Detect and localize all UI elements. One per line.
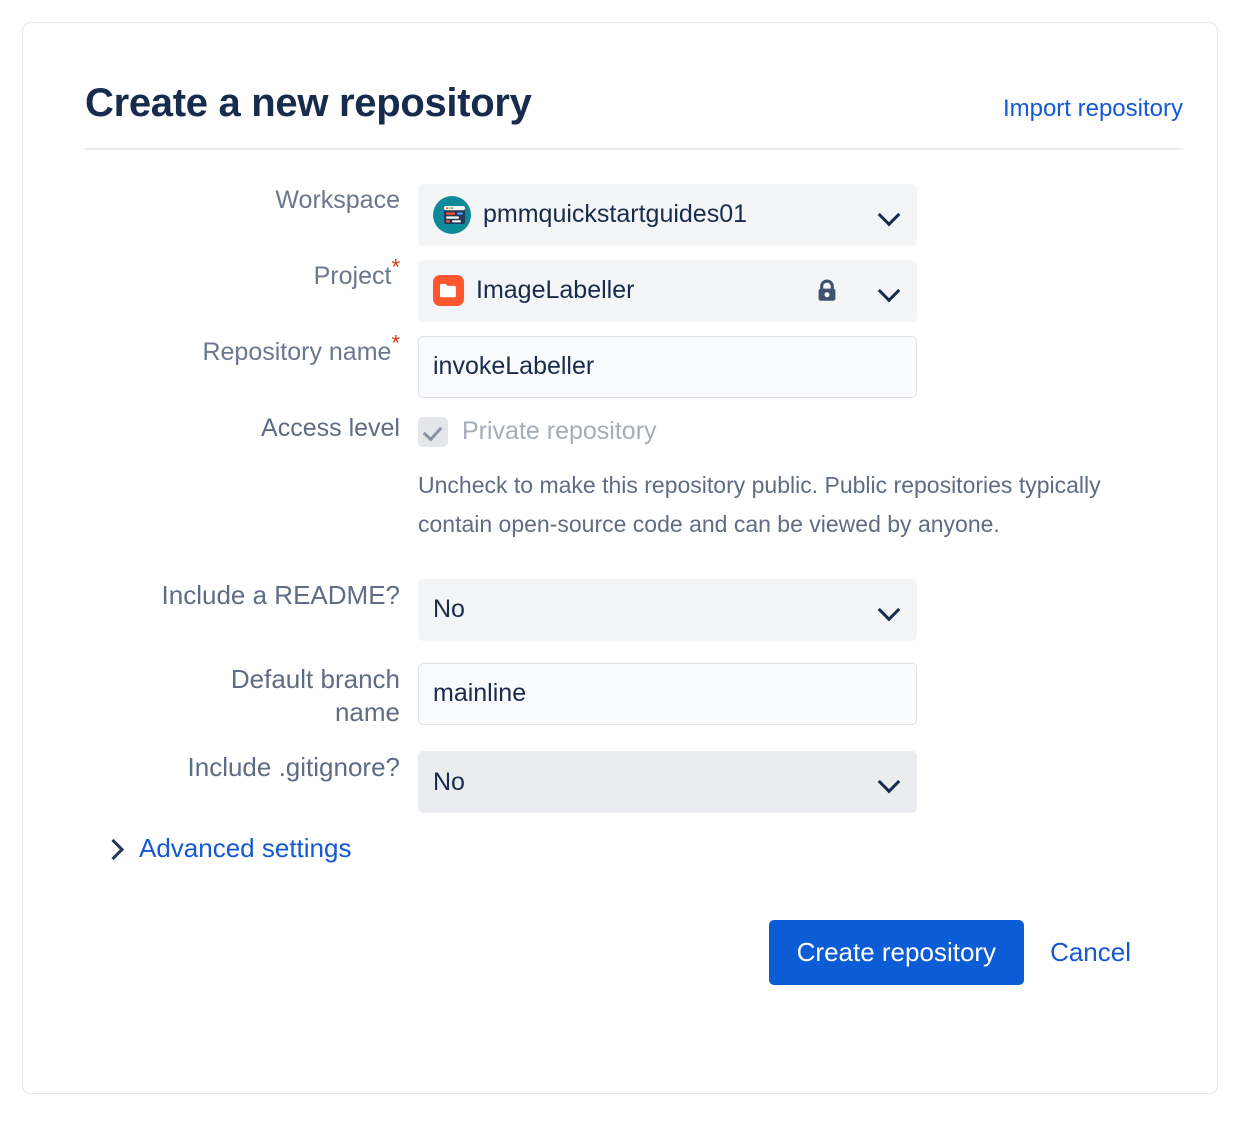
chevron-down-icon [876,769,902,795]
import-repository-link[interactable]: Import repository [1002,95,1183,122]
repository-name-label: Repository name* [85,332,418,368]
access-level-field-cell: Private repository Uncheck to make this … [418,412,1183,545]
repository-name-label-text: Repository name [202,337,392,366]
include-gitignore-select[interactable]: No [418,751,917,814]
include-readme-field-cell: No [418,578,1183,641]
private-repository-label: Private repository [462,417,657,446]
workspace-value: pmmquickstartguides01 [483,200,748,229]
cancel-link[interactable]: Cancel [1050,937,1131,968]
workspace-field-cell: pmmquickstartguides01 [418,183,1183,246]
include-gitignore-field-cell: No [418,751,1183,814]
repository-name-input[interactable] [418,335,917,398]
workspace-row: Workspace [85,183,1183,246]
include-gitignore-label-text: Include .gitignore? [187,752,400,783]
default-branch-label-text: Default branch name [230,663,400,728]
project-row: Project* ImageLabeller [85,256,1183,322]
access-level-label-text: Access level [261,413,400,442]
repository-name-row: Repository name* [85,332,1183,398]
project-value: ImageLabeller [476,276,635,305]
include-readme-value: No [433,595,465,624]
card-header: Create a new repository Import repositor… [85,81,1183,150]
include-gitignore-value: No [433,767,465,796]
private-repository-checkbox[interactable] [418,416,448,447]
page-title: Create a new repository [85,81,532,125]
access-level-row: Access level Private repository Uncheck … [85,412,1183,545]
project-required-marker: * [391,254,400,280]
include-readme-select[interactable]: No [418,578,917,641]
form-actions: Create repository Cancel [85,920,1183,986]
advanced-settings-toggle[interactable]: Advanced settings [101,833,1183,864]
include-gitignore-label: Include .gitignore? [85,751,418,784]
lock-icon [812,276,842,306]
project-label-text: Project [313,261,392,290]
workspace-select[interactable]: pmmquickstartguides01 [418,183,917,246]
default-branch-row: Default branch name [85,662,1183,730]
chevron-down-icon [876,278,902,304]
create-repository-form: Workspace [85,183,1183,986]
chevron-down-icon [876,202,902,228]
repository-name-field-cell [418,335,1183,398]
repository-name-required-marker: * [391,330,400,356]
access-level-help-text: Uncheck to make this repository public. … [418,471,1101,538]
default-branch-label: Default branch name [85,663,418,730]
workspace-label-text: Workspace [275,185,400,214]
include-gitignore-row: Include .gitignore? No [85,751,1183,814]
private-repository-checkbox-row[interactable]: Private repository [418,412,1183,452]
create-repository-card: Create a new repository Import repositor… [22,22,1218,1094]
default-branch-field-cell [418,662,1183,725]
project-folder-icon [433,275,464,307]
access-level-label: Access level [85,412,418,444]
workspace-label: Workspace [85,184,418,216]
workspace-avatar-icon [433,195,471,234]
chevron-down-icon [876,597,902,623]
default-branch-input[interactable] [418,662,917,725]
project-select[interactable]: ImageLabeller [418,259,917,322]
create-repository-button[interactable]: Create repository [768,920,1025,986]
project-label: Project* [85,256,418,292]
advanced-settings-link[interactable]: Advanced settings [139,833,352,864]
include-readme-row: Include a README? No [85,578,1183,641]
include-readme-label-text: Include a README? [161,579,400,610]
project-field-cell: ImageLabeller [418,259,1183,322]
chevron-right-icon [101,837,125,861]
include-readme-label: Include a README? [85,579,418,612]
